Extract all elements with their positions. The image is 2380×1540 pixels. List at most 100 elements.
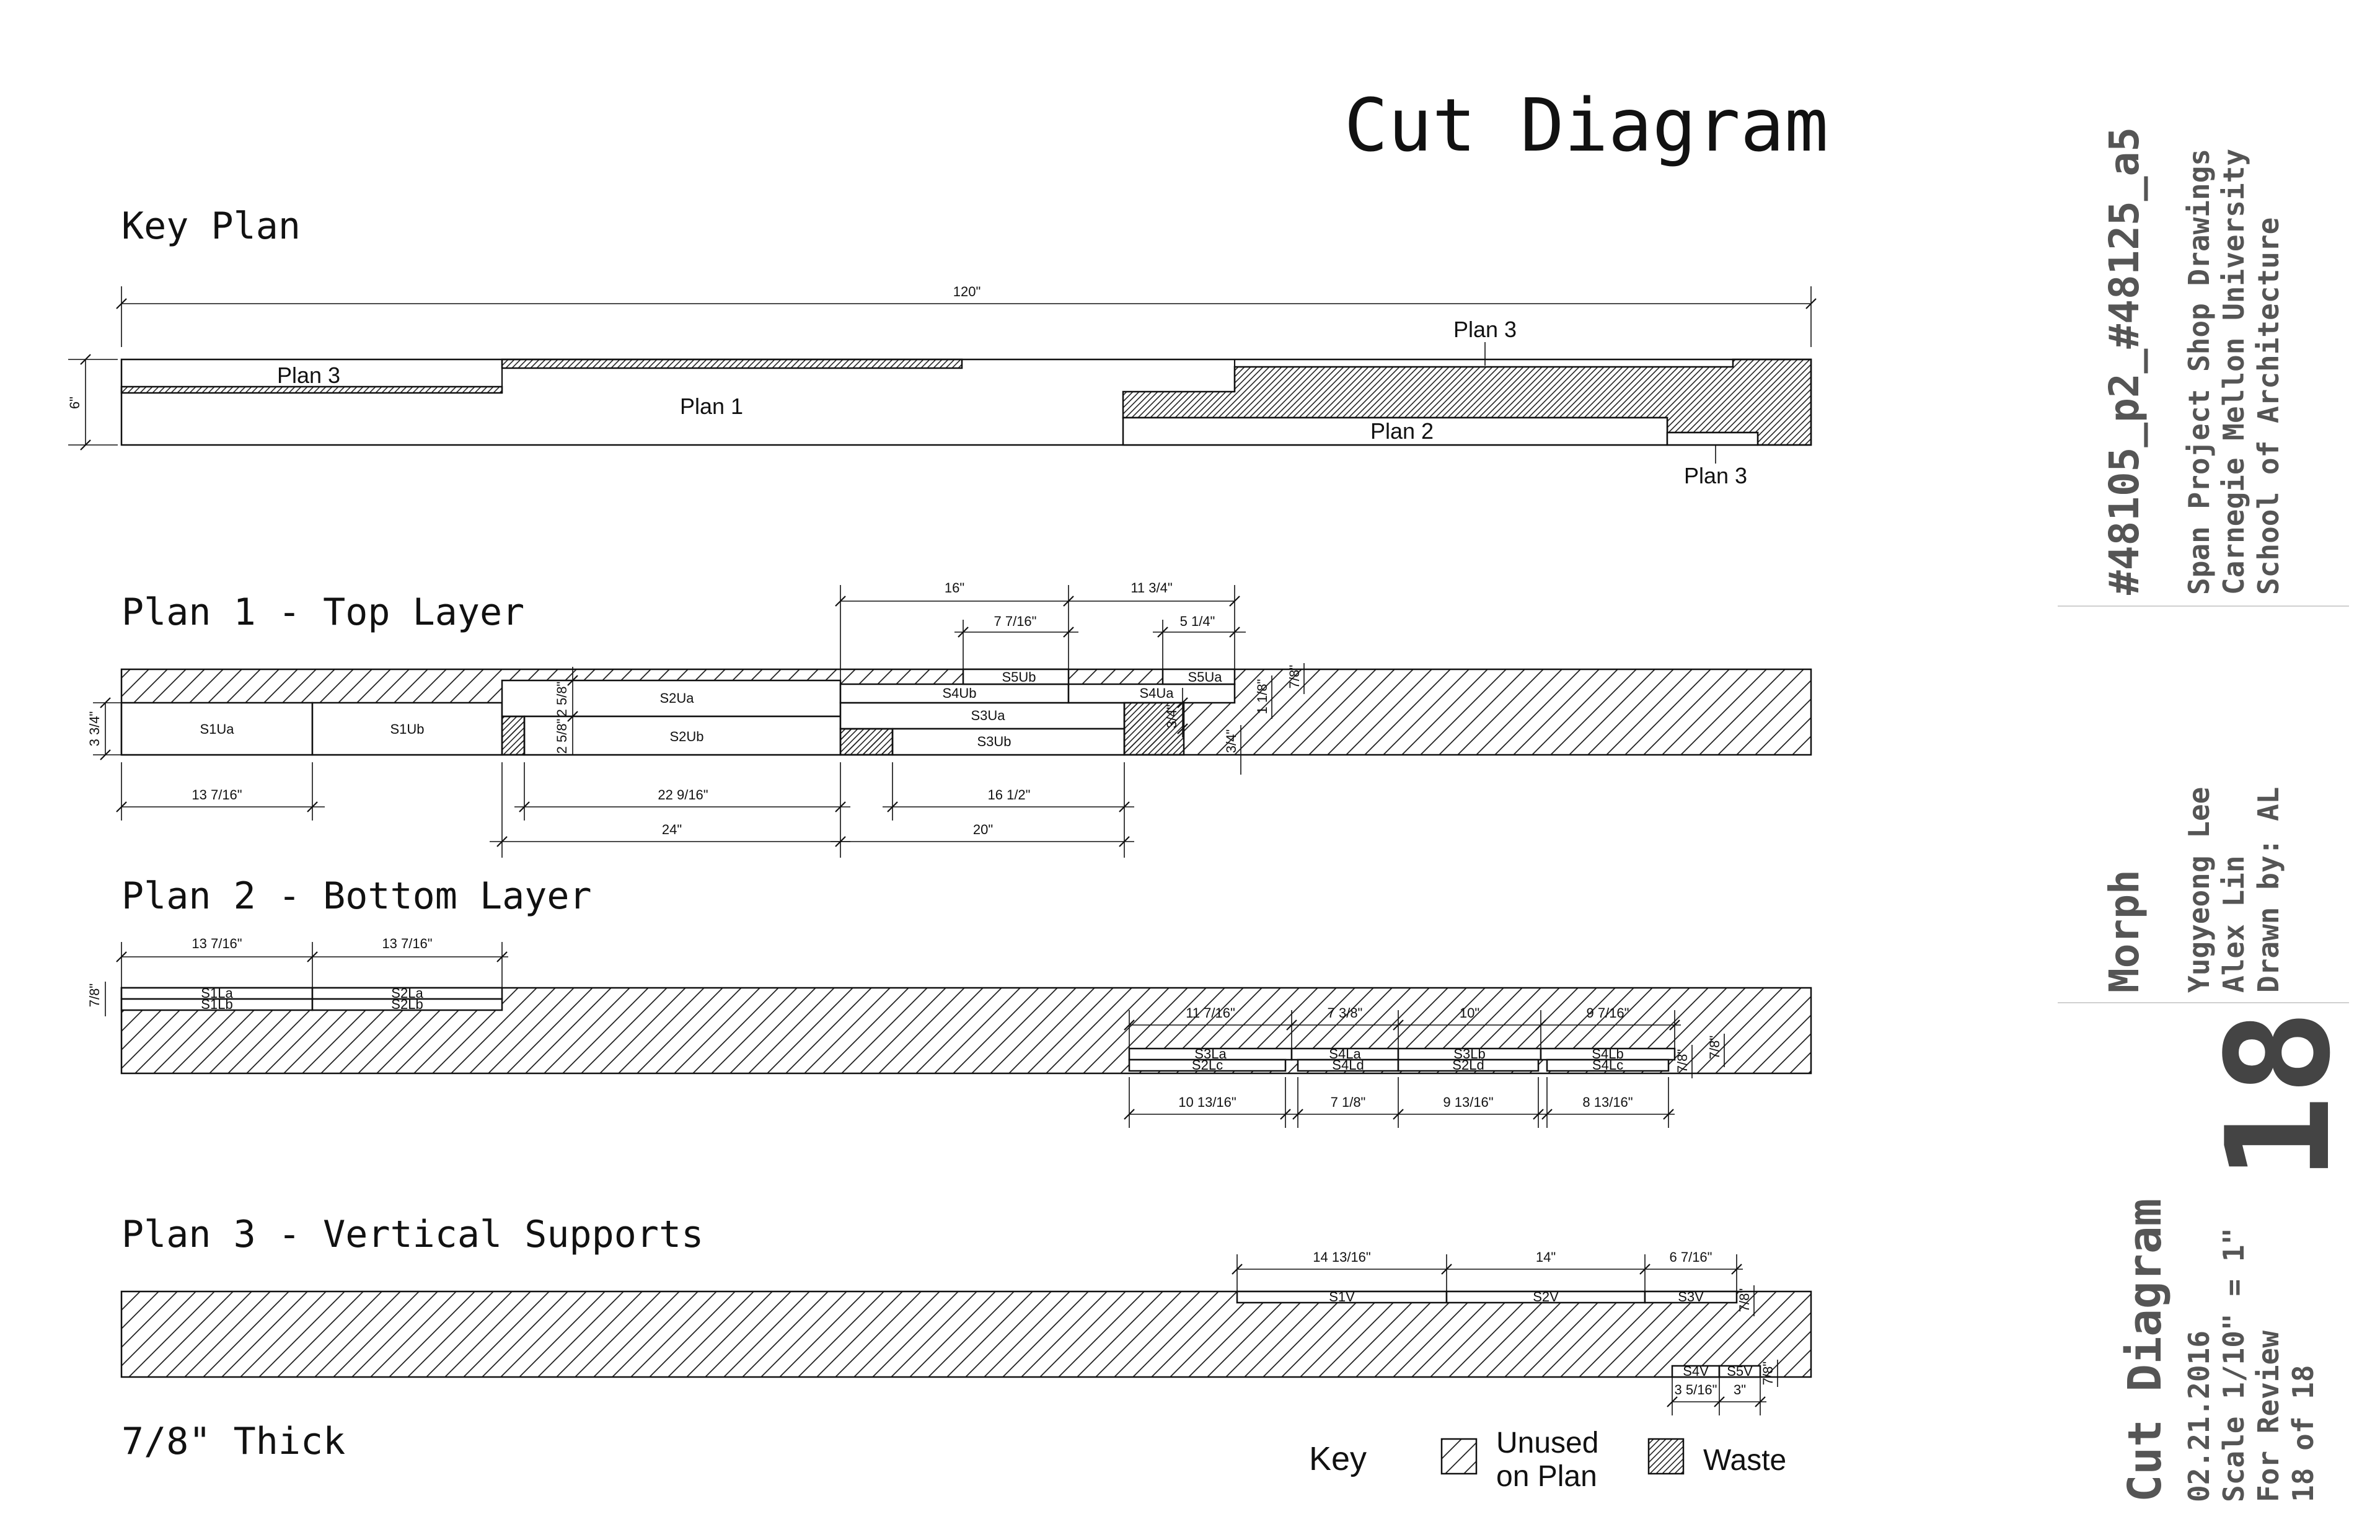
plan1-dim-7-8: 7/8": [1287, 665, 1302, 689]
piece-s2ld-label: S2Ld: [1452, 1057, 1484, 1073]
piece-s2ua-label: S2Ua: [659, 690, 694, 706]
piece-s4ub-label: S4Ub: [942, 685, 976, 701]
plan2-bottom-layer: Plan 2 - Bottom Layer S1La S1Lb S2La S2L…: [87, 874, 1812, 1128]
piece-s5v-label: S5V: [1727, 1363, 1753, 1379]
key-plan-label-plan3-top: Plan 3: [1453, 317, 1517, 342]
legend-waste-swatch: [1647, 1438, 1685, 1475]
plan1-dim-2-5-8a: 2 5/8": [554, 682, 570, 717]
piece-s2lc: [1128, 1058, 1287, 1072]
plan2-dim-7-1-8: 7 1/8": [1331, 1094, 1366, 1110]
person-1: Yugyeong Lee: [2182, 787, 2216, 993]
plan2-dim-9-13-16: 9 13/16": [1443, 1094, 1493, 1110]
sheet-title: Cut Diagram: [2118, 1199, 2172, 1502]
piece-s1lb-label: S1Lb: [201, 997, 232, 1012]
piece-s5ua: [1161, 668, 1236, 685]
key-plan-label-plan2: Plan 2: [1370, 418, 1434, 444]
key-plan-heading: Key Plan: [121, 205, 301, 248]
plan1-dim-1-1-8: 1 1/8": [1254, 679, 1270, 715]
legend-unused-line1: Unused: [1496, 1427, 1598, 1459]
plan3-heading: Plan 3 - Vertical Supports: [121, 1213, 703, 1256]
piece-s5ub-label: S5Ub: [1002, 669, 1036, 685]
title-line1: Span Project Shop Drawings: [2182, 149, 2216, 595]
piece-s3ub-label: S3Ub: [977, 734, 1011, 749]
plan3-dim-3: 3": [1734, 1382, 1746, 1397]
project-name: Morph: [2100, 869, 2148, 993]
piece-s3lb-label: S3Lb: [1453, 1046, 1485, 1062]
legend: Key Unused on Plan Waste: [1309, 1427, 1786, 1493]
piece-s1v-label: S1V: [1329, 1289, 1355, 1305]
piece-s5ub: [962, 668, 1070, 685]
legend-waste-label: Waste: [1703, 1444, 1786, 1477]
piece-s3v: [1644, 1290, 1738, 1304]
piece-s2ua: [501, 679, 842, 718]
key-plan-dim-total: 120": [953, 284, 981, 299]
plan1-top-layer: Plan 1 - Top Layer S1Ua S1Ub S2Ua S2Ub S…: [87, 580, 1812, 858]
plan1-dim-3-4a: 3/4": [1164, 705, 1179, 728]
plan3-dim-6-7-16: 6 7/16": [1670, 1249, 1712, 1265]
piece-s4lb-label: S4Lb: [1592, 1046, 1623, 1062]
plan2-dim-13-7-16a: 13 7/16": [192, 936, 242, 951]
piece-s2lb-label: S2Lb: [391, 997, 423, 1012]
title-line3: School of Architecture: [2252, 218, 2285, 595]
key-plan-label-plan3-bottom: Plan 3: [1684, 463, 1747, 488]
plan2-dim-8-13-16: 8 13/16": [1582, 1094, 1633, 1110]
title-block: #48105_p2_#48125_a5 Span Project Shop Dr…: [2058, 127, 2362, 1502]
piece-s4la-label: S4La: [1329, 1046, 1361, 1062]
plan2-heading: Plan 2 - Bottom Layer: [121, 874, 592, 918]
piece-s1ub-label: S1Ub: [390, 721, 424, 737]
piece-s2lc-label: S2Lc: [1192, 1057, 1223, 1073]
plan1-dim-3-4b: 3/4": [1223, 729, 1239, 753]
plan1-dim-3-3-4: 3 3/4": [87, 711, 102, 747]
piece-s3la-label: S3La: [1194, 1046, 1227, 1062]
plan3-dim-3-5-16: 3 5/16": [1675, 1382, 1717, 1397]
drawn-by: Drawn by: AL: [2252, 787, 2285, 993]
piece-s4lc: [1546, 1058, 1670, 1072]
sheet-status: For Review: [2252, 1331, 2285, 1502]
thickness-note: 7/8" Thick: [121, 1420, 345, 1463]
piece-s1ua: [120, 702, 314, 756]
piece-s4lc-label: S4Lc: [1592, 1057, 1623, 1073]
plan1-dim-16-1-2: 16 1/2": [988, 787, 1031, 803]
piece-s2ub-label: S2Ub: [669, 729, 703, 744]
project-number: #48105_p2_#48125_a5: [2100, 127, 2148, 595]
plan2-dim-10-13-16: 10 13/16": [1178, 1094, 1236, 1110]
plan3-dim-14-13-16: 14 13/16": [1313, 1249, 1370, 1265]
plan1-dim-22-9-16: 22 9/16": [658, 787, 708, 803]
person-2: Alex Lin: [2217, 855, 2250, 993]
plan1-dim-20: 20": [973, 822, 993, 837]
drawing-title: Cut Diagram: [1344, 82, 1828, 168]
piece-s5ua-label: S5Ua: [1188, 669, 1222, 685]
plan2-dim-13-7-16b: 13 7/16": [382, 936, 432, 951]
piece-s3ub: [891, 728, 1126, 756]
plan2-dim-7-3-8: 7 3/8": [1328, 1005, 1363, 1021]
plan1-dim-16: 16": [945, 580, 964, 596]
plan1-dim-7-7-16: 7 7/16": [994, 614, 1037, 629]
plan3-dim-7-8b: 7/8": [1760, 1362, 1776, 1385]
piece-s2lb: [311, 998, 503, 1011]
key-plan-dim-height: 6": [67, 397, 82, 409]
piece-s2la-label: S2La: [391, 985, 423, 1001]
sheet-page: 18 of 18: [2286, 1365, 2320, 1502]
plan1-dim-24: 24": [662, 822, 682, 837]
piece-s4ua: [1067, 683, 1236, 704]
sheet-date: 02.21.2016: [2182, 1331, 2216, 1502]
piece-s2v-label: S2V: [1533, 1289, 1559, 1305]
plan2-dim-10: 10": [1460, 1005, 1479, 1021]
plan1-dim-11-3-4: 11 3/4": [1130, 580, 1172, 596]
piece-s3ua-label: S3Ua: [971, 708, 1005, 723]
piece-s1ua-label: S1Ua: [200, 721, 234, 737]
plan3-dim-14: 14": [1536, 1249, 1556, 1265]
plan1-dim-5-1-4: 5 1/4": [1180, 614, 1215, 629]
piece-s4ua-label: S4Ua: [1139, 685, 1174, 701]
plan2-dim-9-7-16: 9 7/16": [1587, 1005, 1629, 1021]
plan3-dim-7-8a: 7/8": [1737, 1288, 1752, 1312]
sheet-scale: Scale 1/10" = 1": [2217, 1228, 2250, 1502]
legend-unused-line2: on Plan: [1496, 1460, 1597, 1493]
legend-key-label: Key: [1309, 1440, 1367, 1477]
plan1-dim-13-7-16: 13 7/16": [192, 787, 242, 803]
piece-s4ld-label: S4Ld: [1332, 1057, 1364, 1073]
key-plan-label-plan1: Plan 1: [680, 394, 743, 419]
plan2-dim-11-7-16: 11 7/16": [1186, 1005, 1235, 1021]
legend-unused-swatch: [1440, 1438, 1478, 1475]
